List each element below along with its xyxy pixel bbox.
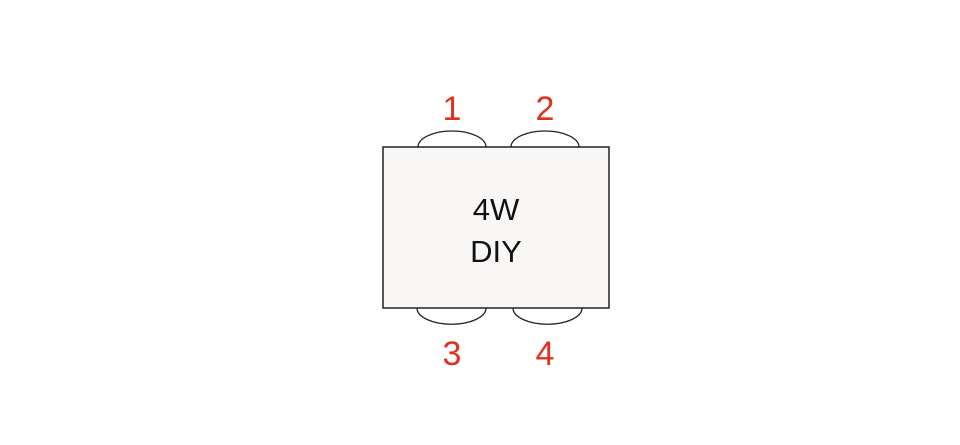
component-label-line1: 4W (473, 192, 520, 227)
pin-4-number: 4 (536, 335, 555, 373)
pin-3-arc (416, 307, 487, 325)
pin-2-number: 2 (536, 90, 555, 128)
pin-4-arc (512, 307, 583, 325)
component-body (382, 146, 610, 309)
component-label-line2: DIY (470, 234, 522, 269)
pin-1-arc (417, 130, 487, 148)
pin-1-number: 1 (443, 90, 462, 128)
pin-2-arc (510, 130, 580, 148)
pin-3-number: 3 (443, 335, 462, 373)
